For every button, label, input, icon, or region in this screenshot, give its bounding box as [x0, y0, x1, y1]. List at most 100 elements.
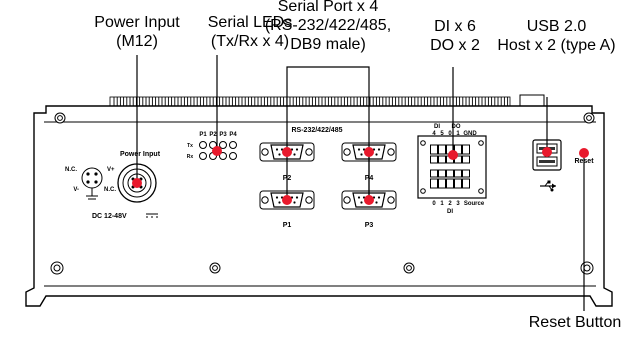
port-pin: [278, 153, 281, 156]
callout-serial-line-2: (RS-232/422/485,: [264, 17, 392, 34]
callout-usb-line-1: USB 2.0: [526, 18, 587, 35]
port-screw-icon: [261, 196, 269, 204]
screw-bottom-mid-2: [403, 262, 415, 274]
port-pin: [375, 153, 378, 156]
port-pin: [360, 201, 363, 204]
led-tx-indicator: [229, 141, 237, 149]
dio-bottom-number: Source: [464, 201, 485, 207]
dio-bottom-number: 1: [440, 201, 444, 207]
marker-usb: [542, 147, 552, 157]
dio-terminal-bottom: [438, 169, 446, 178]
power-rating-label: DC 12-48V: [92, 213, 127, 220]
callout-serial-line-3: DB9 male): [290, 36, 366, 53]
dio-top-number: 1: [456, 131, 460, 137]
dio-top-number: 5: [440, 131, 444, 137]
callout-dio-line-1: DI x 6: [434, 18, 476, 35]
callout-power-line-2: (M12): [116, 33, 158, 50]
callout-serial-line-1: Serial Port x 4: [277, 0, 379, 15]
callout-markers: [132, 146, 589, 205]
pin-vplus-label: V+: [107, 167, 115, 173]
dio-terminal-bottom: [438, 178, 446, 189]
marker-dio: [448, 150, 458, 160]
port-screw-icon: [387, 196, 395, 204]
led-rx-indicator: [229, 152, 237, 160]
marker-port-p2: [282, 147, 292, 157]
port-pin: [377, 196, 381, 199]
callout-dio-line-2: DO x 2: [430, 37, 480, 54]
port-label-p3: P3: [365, 222, 374, 229]
usb-cover-tab: [519, 94, 545, 107]
marker-reset[interactable]: [579, 148, 589, 158]
screw-top-right: [583, 112, 595, 124]
marker-leds: [212, 146, 222, 156]
callout-lines: [136, 55, 585, 311]
screw-bottom-mid-1: [209, 262, 221, 274]
port-screw-icon: [343, 148, 351, 156]
port-screw-icon: [387, 148, 395, 156]
dio-top-do-label: DO: [452, 124, 461, 130]
dio-bottom-number: 2: [448, 201, 452, 207]
port-screw-icon: [305, 196, 313, 204]
callout-usb: USB 2.0 Host x 2 (type A): [484, 17, 629, 55]
callout-power-line-1: Power Input: [94, 14, 180, 31]
led-rx-indicator: [219, 152, 227, 160]
dio-terminal-top: [438, 144, 446, 155]
dio-terminal-top: [462, 155, 470, 164]
dio-terminal-bottom: [430, 169, 438, 178]
callout-power-input: Power Input (M12): [52, 13, 222, 51]
callout-dio: DI x 6 DO x 2: [420, 17, 490, 55]
led-column-label: P4: [229, 132, 237, 138]
port-pin: [295, 148, 299, 151]
pin-nc-bottom-label: N.C.: [104, 187, 116, 193]
dio-terminal-bottom: [446, 169, 454, 178]
port-pin: [293, 201, 296, 204]
dio-terminal-top: [430, 155, 438, 164]
screw-bottom-right: [580, 261, 594, 275]
callout-reset: Reset Button: [522, 313, 628, 332]
callout-line-serial-left: [286, 66, 370, 200]
dio-terminal-bottom: [454, 169, 462, 178]
port-pin: [357, 196, 361, 199]
dio-screw-icon: [478, 188, 484, 194]
power-pinout-icon: [81, 167, 103, 200]
port-pin: [295, 196, 299, 199]
led-rx-indicator: [199, 152, 207, 160]
dio-bottom-number: 0: [432, 201, 436, 207]
dio-bottom-di-label: DI: [447, 209, 453, 215]
port-pin: [360, 153, 363, 156]
dio-top-number: GND: [463, 131, 477, 137]
led-rx-label: Rx: [187, 154, 194, 160]
power-input-title: Power Input: [120, 151, 161, 158]
screw-bottom-left: [50, 261, 64, 275]
dio-terminal-bottom: [454, 178, 462, 189]
pin-vminus-label: V-: [73, 187, 79, 193]
port-pin: [278, 201, 281, 204]
dio-terminal-top: [438, 155, 446, 164]
pin-nc-top-label: N.C.: [65, 167, 77, 173]
port-pin: [275, 196, 279, 199]
led-column-label: P3: [219, 132, 227, 138]
callout-leds-line-1: Serial LEDs: [207, 14, 293, 31]
dc-symbol-icon: [146, 213, 158, 218]
port-pin: [357, 148, 361, 151]
port-label-p1: P1: [283, 222, 292, 229]
usb-icon: [540, 180, 556, 192]
callout-serial-leds: Serial LEDs (Tx/Rx x 4): [190, 13, 310, 51]
dio-screw-icon: [420, 188, 426, 194]
dio-terminal-bottom: [462, 178, 470, 189]
heatsink-fins: [109, 94, 545, 107]
dio-terminal-top: [454, 144, 462, 155]
panel-body: [25, 105, 613, 307]
led-tx-indicator: [219, 141, 227, 149]
marker-power: [132, 178, 142, 188]
dio-screw-icon: [478, 140, 484, 146]
dio-bottom-number: 3: [456, 201, 460, 207]
screw-top-left: [54, 112, 66, 124]
port-pin: [375, 201, 378, 204]
dio-terminal-bottom: [430, 178, 438, 189]
dio-screw-icon: [420, 140, 426, 146]
dio-top-number: 0: [448, 131, 452, 137]
port-pin: [293, 153, 296, 156]
